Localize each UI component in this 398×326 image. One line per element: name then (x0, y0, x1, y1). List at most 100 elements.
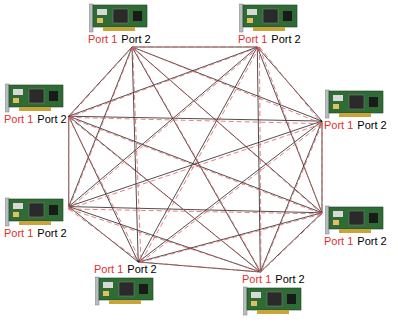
port-label: Port 1 (4, 227, 33, 240)
chip (29, 89, 44, 103)
port1-link (133, 47, 261, 272)
port1-link (133, 47, 260, 48)
port-labels: Port 1Port 2 (238, 33, 301, 46)
board (9, 85, 63, 107)
component (13, 203, 23, 209)
chip (349, 95, 364, 109)
nic-card: Port 1 Port 2 (2, 82, 69, 127)
port1-link (69, 117, 141, 262)
edge-connector (103, 27, 135, 31)
board (243, 5, 297, 27)
bracket (325, 206, 329, 234)
nic-card-picture (239, 3, 299, 33)
port-labels: Port 1Port 2 (324, 119, 387, 132)
port2-link (69, 116, 322, 213)
port1-link (69, 124, 322, 209)
port-label: Port 2 (357, 235, 386, 248)
port2-link (132, 47, 260, 272)
board (93, 5, 147, 27)
port2-link (69, 116, 322, 121)
chip (349, 211, 364, 225)
port-labels: Port 1 Port 2 (88, 33, 151, 46)
port-label: Port 1 (4, 113, 33, 126)
edge-connector (19, 221, 51, 225)
board (329, 207, 383, 229)
port2-link (257, 47, 322, 121)
nic-card-picture (89, 3, 149, 33)
nic-card-picture (5, 197, 65, 227)
edge-connector (257, 310, 289, 314)
edge-connector (19, 107, 51, 111)
board (329, 91, 383, 113)
nic-card: Port 1Port 2 (322, 88, 389, 133)
chip (263, 9, 278, 23)
edge-connector (339, 113, 371, 117)
port2-link (257, 47, 260, 272)
bracket (239, 4, 243, 32)
port1-link (259, 47, 261, 272)
port-labels: Port 1 Port 2 (4, 227, 67, 240)
port-label: Port 1 (324, 119, 353, 132)
port1-link (69, 209, 261, 272)
port-label: Port 1 (242, 273, 271, 286)
port2-link (69, 116, 261, 272)
port-label: Port 2 (37, 113, 66, 126)
port-labels: Port 1Port 2 (94, 263, 157, 276)
port-label: Port 2 (275, 273, 304, 286)
port2-link (260, 121, 322, 272)
nic-card-picture (325, 205, 385, 235)
board (9, 199, 63, 221)
component (333, 211, 343, 217)
port-label: Port 2 (121, 33, 150, 46)
bracket (95, 277, 99, 305)
nic-card: Port 1 Port 2 (2, 196, 69, 241)
port1-link (141, 214, 322, 262)
component (139, 284, 148, 294)
port-label: Port 2 (127, 263, 156, 276)
port2-link (69, 121, 322, 206)
port1-link (69, 117, 261, 272)
chip (29, 203, 44, 217)
port1-link (69, 47, 133, 117)
port1-link (141, 262, 261, 272)
port1-link (69, 209, 141, 262)
port-label: Port 1 (88, 33, 117, 46)
component (49, 91, 58, 101)
nic-card: Port 1 Port 2 (86, 2, 153, 47)
port-label: Port 1 (238, 33, 267, 46)
component (251, 301, 257, 306)
board (99, 278, 153, 300)
port1-link (261, 124, 322, 272)
bracket (5, 84, 9, 112)
port1-link (69, 47, 133, 209)
nic-card-picture (325, 89, 385, 119)
component (247, 9, 257, 15)
port1-link (69, 117, 322, 123)
bracket (243, 287, 247, 315)
port1-link (69, 47, 260, 209)
port2-link (260, 213, 322, 272)
port-label: Port 2 (37, 227, 66, 240)
chip (119, 282, 134, 296)
nic-card: Port 1Port 2 (322, 204, 389, 249)
component (97, 9, 107, 15)
port1-link (322, 124, 323, 214)
port2-link (138, 213, 322, 262)
port-labels: Port 1Port 2 (324, 235, 387, 248)
nic-card: Port 1Port 2 (236, 2, 303, 47)
chip (113, 9, 128, 23)
bracket (89, 4, 93, 32)
port2-link (138, 47, 257, 262)
port1-link (133, 47, 141, 262)
component (247, 18, 253, 23)
component (283, 11, 292, 21)
port2-link (257, 47, 322, 213)
chip (267, 292, 282, 306)
port1-link (261, 214, 322, 272)
port1-link (259, 47, 322, 124)
port1-link (68, 117, 69, 209)
nic-card: Port 1Port 2 (92, 262, 159, 307)
port-labels: Port 1 Port 2 (4, 113, 67, 126)
